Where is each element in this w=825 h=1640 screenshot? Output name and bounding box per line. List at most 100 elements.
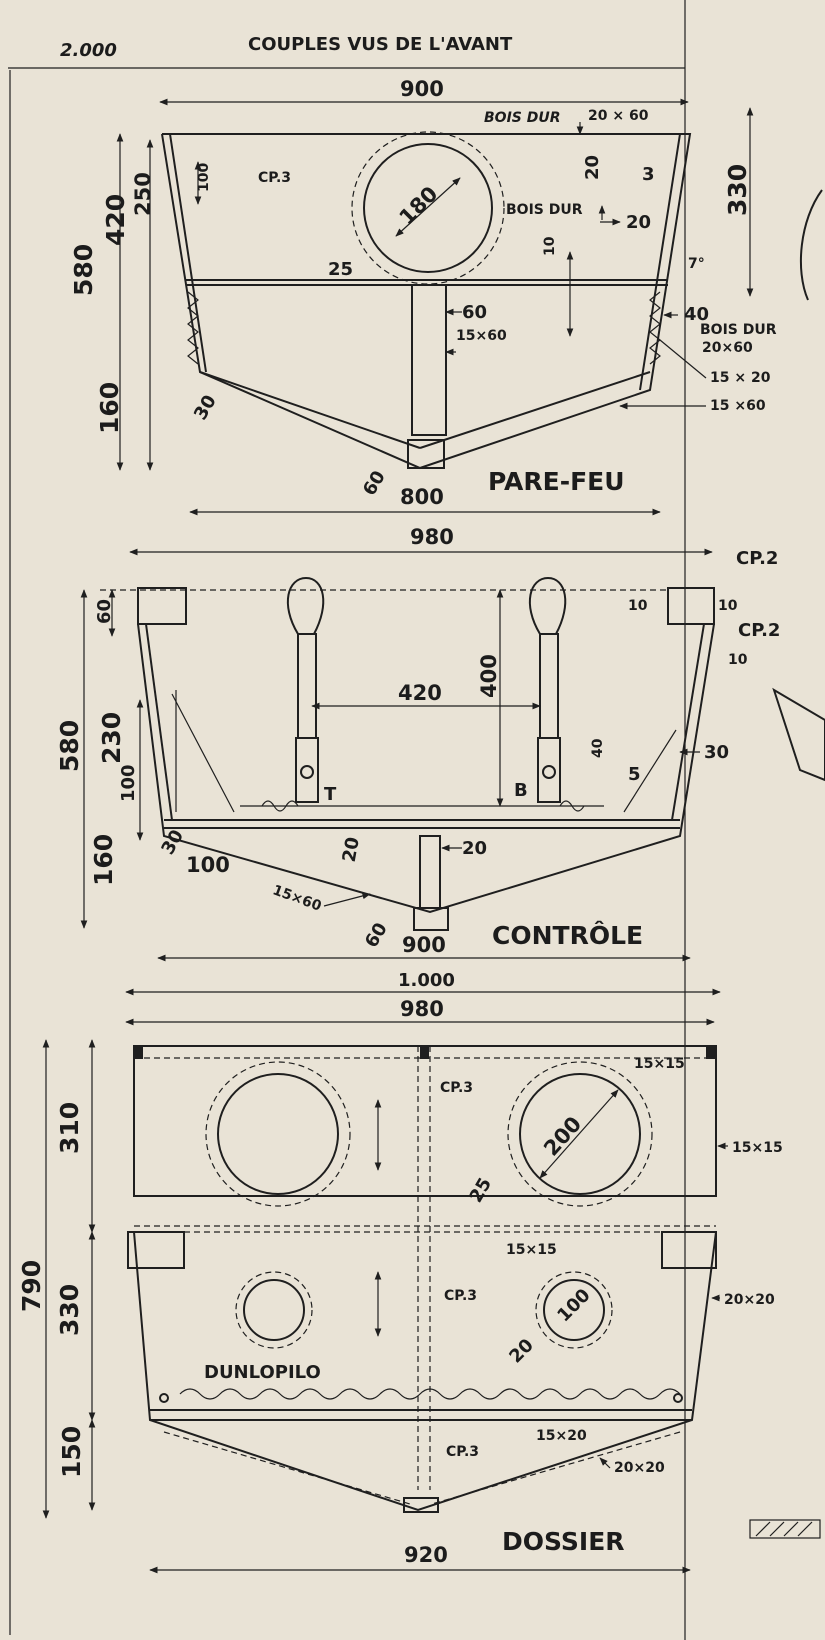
controle-batten-arrow xyxy=(323,892,371,907)
controle-name: CONTRÔLE xyxy=(492,920,643,950)
controle-dim-5: 5 xyxy=(628,764,641,785)
controle-h-total: 580 xyxy=(55,720,84,772)
dossier-upper-panel xyxy=(133,1045,717,1197)
pare-feu-hole-dia: 180 xyxy=(395,182,443,230)
dossier-hole-ring: 25 xyxy=(465,1174,496,1206)
pare-feu-hardwood-top-size: 20 × 60 xyxy=(588,108,649,124)
controle-dim-20-a: 20 xyxy=(462,838,487,859)
dossier-hole-left-ring xyxy=(205,1061,351,1207)
controle-left-brace xyxy=(171,693,235,813)
controle-dim-100: 100 xyxy=(186,853,230,877)
dossier-hole-right xyxy=(519,1073,641,1195)
controle-dim-30: 30 xyxy=(704,742,729,763)
pare-feu-h-small: 100 xyxy=(196,163,212,192)
dossier-floor-dashed-right xyxy=(431,1431,681,1505)
dossier-h-310: 310 xyxy=(55,1102,84,1154)
controle-stick-right-base xyxy=(537,737,561,803)
dossier-plywood-mid: CP.3 xyxy=(444,1288,477,1304)
controle-left-linkage xyxy=(261,800,299,812)
pare-feu-dim-10: 10 xyxy=(542,236,558,256)
dossier-screw-left xyxy=(159,1393,169,1403)
dossier-bottom-15x20: 15×20 xyxy=(536,1428,587,1444)
dossier-keel-block xyxy=(403,1497,439,1513)
dossier-plywood-top: CP.3 xyxy=(440,1080,473,1096)
dossier-outline xyxy=(133,1231,717,1512)
pare-feu-name: PARE-FEU xyxy=(488,467,625,496)
controle-left-inner xyxy=(145,623,173,821)
adjacent-hatch-1 xyxy=(755,1521,771,1537)
pare-feu-chine-30: 30 xyxy=(190,391,221,423)
dossier-floor-dashed-left xyxy=(163,1431,411,1505)
controle-h-160: 160 xyxy=(89,834,118,886)
adjacent-drawing-fragments xyxy=(749,189,825,1539)
controle-h-100: 100 xyxy=(118,764,139,802)
controle-width-top: 980 xyxy=(410,525,454,549)
pare-feu-h-bottom: 160 xyxy=(95,382,124,434)
controle-cp-mid: CP.2 xyxy=(738,620,780,641)
pare-feu-hole-ring-label: 25 xyxy=(328,259,353,280)
adjacent-hatch-3 xyxy=(783,1521,799,1537)
pare-feu-right-side-inner xyxy=(639,133,681,391)
controle-left-pad xyxy=(137,587,187,625)
controle-span-420: 420 xyxy=(398,681,442,705)
controle-keel-60: 60 xyxy=(361,919,392,951)
adjacent-wedge xyxy=(772,687,825,782)
pare-feu-hole xyxy=(363,143,493,273)
controle-dim-10-c: 10 xyxy=(728,652,748,668)
dossier-cushion-wave xyxy=(179,1388,681,1400)
controle-stick-right-grip xyxy=(529,576,567,635)
dossier-hole-right-ring xyxy=(507,1061,653,1207)
dossier-left-pad xyxy=(127,1231,185,1269)
pare-feu-angle: 7° xyxy=(688,256,705,272)
controle-label-b: B xyxy=(514,780,528,801)
dossier-width-bottom: 920 xyxy=(404,1543,448,1567)
dossier-name: DOSSIER xyxy=(502,1527,625,1556)
pare-feu-post-section: 15×60 xyxy=(456,328,507,344)
sheet-title: COUPLES VUS DE L'AVANT xyxy=(248,34,513,55)
dossier-side-20: 20×20 xyxy=(724,1292,775,1308)
controle-dim-10-a: 10 xyxy=(628,598,648,614)
dossier-h-150: 150 xyxy=(57,1426,86,1478)
dossier-plywood-low: CP.3 xyxy=(446,1444,479,1460)
controle-stick-left-base xyxy=(295,737,319,803)
controle-stick-left-shaft xyxy=(297,633,317,739)
dossier-hole-small: 100 xyxy=(553,1285,594,1326)
dossier-cushion: DUNLOPILO xyxy=(204,1362,321,1383)
controle-dim-30-low: 30 xyxy=(157,826,188,858)
controle-stick-right-pivot xyxy=(542,765,556,779)
dossier-h-330: 330 xyxy=(55,1284,84,1336)
controle-stick-right-shaft xyxy=(539,633,559,739)
dossier-corner-top: 15×15 xyxy=(634,1056,685,1072)
pare-feu-plywood: CP.3 xyxy=(258,170,291,186)
pare-feu-keel-60: 60 xyxy=(359,467,390,499)
pare-feu-left-knee xyxy=(187,291,199,365)
controle-frame: 980 CP.2 CP.2 10 10 10 T B 420 xyxy=(55,525,780,962)
dossier-width-outer: 1.000 xyxy=(398,970,455,991)
controle-dim-20-b: 20 xyxy=(339,835,364,863)
controle-outline xyxy=(137,623,715,914)
pare-feu-side-height: 330 xyxy=(723,164,752,216)
dossier-corner-center xyxy=(420,1046,429,1059)
pare-feu-keel-block xyxy=(407,439,445,469)
pare-feu-side-40: 40 xyxy=(684,304,709,325)
controle-right-linkage xyxy=(559,800,585,812)
pare-feu-outline xyxy=(161,133,692,470)
controle-dim-40: 40 xyxy=(590,738,606,758)
pare-feu-dim-20: 20 xyxy=(582,155,603,180)
adjacent-hatch-2 xyxy=(769,1521,785,1537)
pare-feu-h-total: 580 xyxy=(69,244,98,296)
dossier-hole-large: 200 xyxy=(539,1112,586,1161)
controle-keel-block xyxy=(413,907,449,931)
pare-feu-right-knee xyxy=(649,291,661,365)
dossier-hole-small-left-ring xyxy=(235,1271,313,1349)
controle-stick-left-grip xyxy=(287,576,325,635)
pare-feu-side-20: 20 xyxy=(626,212,651,233)
dossier-hole-small-left xyxy=(243,1279,305,1341)
controle-right-pad xyxy=(667,587,715,625)
dossier-hole-small-right xyxy=(543,1279,605,1341)
controle-right-inner xyxy=(671,623,705,821)
pare-feu-width-bottom: 800 xyxy=(400,485,444,509)
controle-stick-left-pivot xyxy=(300,765,314,779)
controle-cp-top: CP.2 xyxy=(736,548,778,569)
pare-feu-width-top: 900 xyxy=(400,77,444,101)
